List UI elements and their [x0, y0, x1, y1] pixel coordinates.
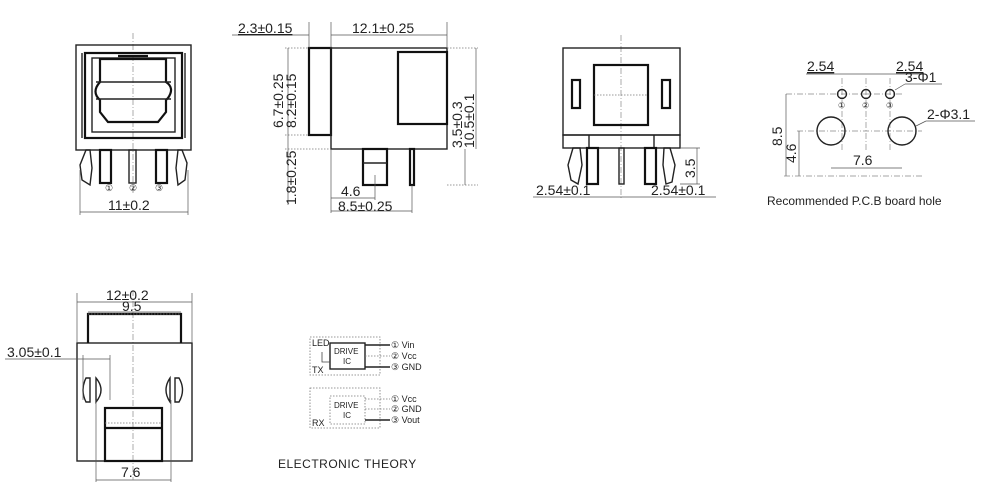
pcb-pin-3: ③ — [886, 101, 893, 110]
tx-pin-3: ③ GND — [391, 362, 422, 372]
side-view: 2.3±0.15 12.1±0.25 6.7±0.25 8.2±0.15 1.8… — [232, 20, 478, 214]
pcb-large-holes-dim: 2-Φ3.1 — [927, 106, 970, 122]
rear-view: 3.5 2.54±0.1 2.54±0.1 — [533, 35, 716, 200]
top-width-dim: 12±0.2 — [106, 287, 149, 303]
tx-ic-line2: IC — [343, 357, 351, 366]
rear-right-pitch-dim: 2.54±0.1 — [651, 182, 706, 198]
pcb-height-lower: 4.6 — [783, 143, 799, 163]
rx-ic-line1: DRIVE — [334, 401, 358, 410]
pcb-pitch-right: 2.54 — [896, 58, 923, 74]
side-left-dim-2: 8.2±0.15 — [283, 73, 299, 128]
side-top-left-dim: 2.3±0.15 — [238, 20, 293, 36]
tx-pin-1: ① Vin — [391, 340, 414, 350]
side-left-dim-1: 6.7±0.25 — [270, 73, 286, 128]
rear-left-pitch-dim: 2.54±0.1 — [536, 182, 591, 198]
rx-pin-3: ③ Vout — [391, 415, 420, 425]
pcb-pin-1: ① — [838, 101, 845, 110]
side-right-dim-1: 3.5±0.3 — [449, 101, 465, 148]
front-view: ① ② ③ 11±0.2 — [75, 33, 192, 215]
tx-pin-2: ② Vcc — [391, 351, 417, 361]
electronic-theory: LED TX DRIVE IC ① Vin ② Vcc ③ GND RX DRI… — [278, 336, 422, 471]
pcb-large-hole-spacing: 7.6 — [853, 152, 873, 168]
pcb-small-holes-dim: 3-Φ1 — [905, 69, 937, 85]
tx-label: TX — [312, 365, 324, 375]
top-offset-dim: 3.05±0.1 — [7, 344, 62, 360]
pcb-height-total: 8.5 — [769, 126, 785, 146]
top-bottom-dim: 7.6 — [121, 464, 141, 480]
top-view: 12±0.2 9.5 3.05±0.1 7.6 — [5, 287, 193, 482]
rx-ic-line2: IC — [343, 411, 351, 420]
front-width-dim: 11±0.2 — [108, 197, 150, 213]
rear-pin-height-dim: 3.5 — [682, 158, 698, 178]
pcb-caption: Recommended P.C.B board hole — [767, 194, 942, 208]
pcb-pin-2: ② — [862, 101, 869, 110]
pin-label-3: ③ — [155, 183, 163, 193]
side-top-dim: 12.1±0.25 — [352, 20, 414, 36]
pin-label-1: ① — [105, 183, 113, 193]
pin-label-2: ② — [129, 183, 137, 193]
rx-label: RX — [312, 418, 325, 428]
side-bottom-dim-1: 4.6 — [341, 183, 361, 199]
side-pin-length-dim: 1.8±0.25 — [283, 150, 299, 205]
side-bottom-dim-2: 8.5±0.25 — [338, 198, 393, 214]
pcb-pitch-left: 2.54 — [807, 58, 834, 74]
rx-pin-1: ① Vcc — [391, 394, 417, 404]
pcb-hole-layout: ① ② ③ 2.54 2.54 3-Φ1 2-Φ3.1 8.5 4.6 7.6 … — [767, 58, 975, 208]
side-right-dim-2: 10.5±0.1 — [461, 93, 477, 148]
top-inner-dim: 9.5 — [122, 298, 142, 314]
rx-pin-2: ② GND — [391, 404, 422, 414]
electronic-theory-caption: ELECTRONIC THEORY — [278, 457, 417, 471]
tx-led-label: LED — [312, 338, 330, 348]
tx-ic-line1: DRIVE — [334, 347, 358, 356]
